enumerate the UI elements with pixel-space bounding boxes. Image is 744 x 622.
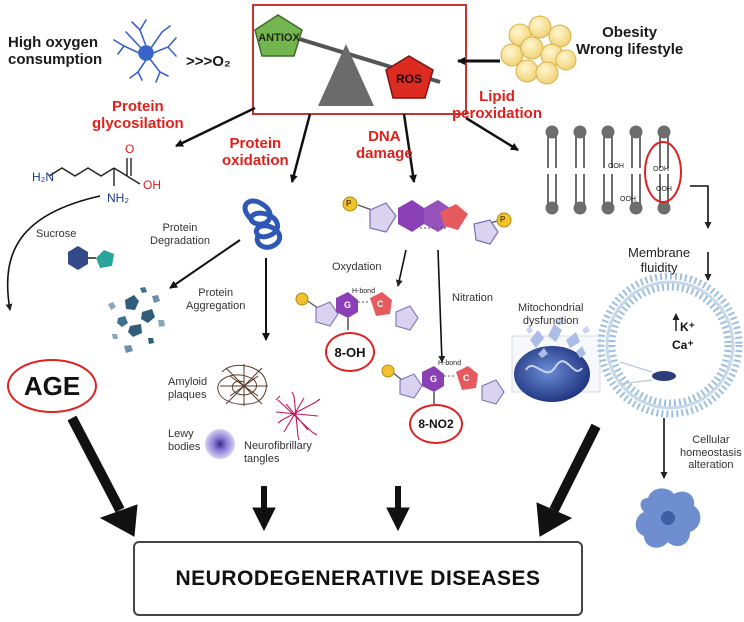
ion-channel-icon <box>652 371 676 381</box>
molecule-h2n: H₂N <box>32 170 54 184</box>
arrow-protein-oxidation <box>289 113 312 183</box>
antiox-label: ANTIOX <box>258 32 300 44</box>
protein-coil-icon <box>242 198 283 250</box>
arrow-nitration <box>437 249 446 363</box>
molecule-nh2: NH₂ <box>107 191 129 205</box>
neurofibrillary-tangles-label: Neurofibrillary tangles <box>244 440 312 465</box>
lewy-bodies-label: Lewy bodies <box>168 428 201 453</box>
cell-membrane-inner <box>608 283 732 407</box>
arrow-oxydation <box>395 249 407 287</box>
dna-nit-g: G <box>430 374 438 384</box>
sucrose-icon <box>68 246 114 270</box>
ooh-label-3: OOH <box>653 166 669 173</box>
age-circle: AGE <box>7 359 97 413</box>
protein-oxidation-label: Protein oxidation <box>222 135 289 170</box>
dna-nit-c: C <box>463 373 470 383</box>
calcium-label: Ca⁺ <box>672 338 694 352</box>
o2-label: >>>O₂ <box>186 53 231 70</box>
outcome-box: NEURODEGENERATIVE DISEASES <box>133 541 583 616</box>
cell-membrane-outer <box>597 272 743 418</box>
protein-aggregates-icon <box>108 287 165 353</box>
cellular-homeostasis-label: Cellular homeostasis alteration <box>680 434 742 472</box>
neuron-icon <box>113 19 177 83</box>
molecule-o: O <box>125 142 134 156</box>
h-bond-label-1: H-bond <box>352 288 375 295</box>
potassium-label: K⁺ <box>680 320 695 334</box>
oxydation-label: Oxydation <box>332 261 382 273</box>
dna-oxidation-icon <box>295 292 419 331</box>
arrows <box>5 57 712 479</box>
dna-nitration-icon <box>381 364 505 405</box>
arrow-to-age <box>5 195 101 311</box>
protein-degradation-label: Protein Degradation <box>150 222 210 247</box>
mito-dysfunction-label: Mitochondrial dysfunction <box>518 302 584 327</box>
lewy-body-icon <box>205 429 235 459</box>
arrow-dna-damage <box>402 113 417 183</box>
nitration-label: Nitration <box>452 292 493 304</box>
oh8-circle: 8-OH <box>325 332 375 372</box>
lipid-bilayer-icon <box>545 125 671 215</box>
ooh-label-4: OOH <box>656 186 672 193</box>
antiox-pentagon <box>254 14 303 57</box>
fat-cells-icon <box>500 15 577 85</box>
arrow-membrane-fluidity <box>690 185 712 229</box>
peroxidation-highlight <box>644 141 682 203</box>
high-oxygen-label: High oxygen consumption <box>8 34 103 69</box>
arrow-glycosilation <box>175 106 256 148</box>
cell-nucleus-icon <box>661 511 675 525</box>
dna-damage-label: DNA damage <box>356 128 413 163</box>
protein-aggregation-label: Protein Aggregation <box>186 287 246 312</box>
membrane-fluidity-label: Membrane fluidity <box>628 245 691 275</box>
protein-glycosilation-label: Protein glycosilation <box>92 98 184 133</box>
lysine-molecule <box>48 158 141 186</box>
balance-fulcrum <box>318 44 374 106</box>
zoom-line-bottom <box>619 379 653 385</box>
ooh-label-2: OOH <box>620 196 636 203</box>
ooh-label-1: OOH <box>608 163 624 170</box>
cell-membrane-core <box>605 280 735 410</box>
ros-pentagon <box>385 55 434 99</box>
zoom-line-top <box>619 361 653 373</box>
arrow-protein-degradation <box>169 239 241 289</box>
dna-ox-g: G <box>344 300 352 310</box>
dna-top-p-left: P <box>346 199 352 208</box>
molecule-oh: OH <box>143 178 161 192</box>
dna-top-icon <box>342 196 512 245</box>
obesity-label: Obesity Wrong lifestyle <box>576 24 684 59</box>
amyloid-plaques-label: Amyloid plaques <box>168 376 208 401</box>
lipid-peroxidation-label: Lipid peroxidation <box>452 88 543 123</box>
outcome-arrows <box>67 415 601 537</box>
mitochondria-icon <box>511 316 601 402</box>
ros-label: ROS <box>396 72 422 86</box>
h-bond-label-2: H-bond <box>438 360 461 367</box>
balance-panel: ANTIOX ROS <box>252 4 467 115</box>
amyloid-plaques-icon <box>217 364 268 406</box>
sucrose-label: Sucrose <box>36 228 77 240</box>
neurofibrillary-tangles-icon <box>275 391 321 441</box>
dna-top-p-right: P <box>500 215 506 224</box>
no2-8-circle: 8-NO2 <box>409 404 463 444</box>
arrow-lipid-peroxidation <box>465 116 519 152</box>
dna-ox-c: C <box>377 299 384 309</box>
